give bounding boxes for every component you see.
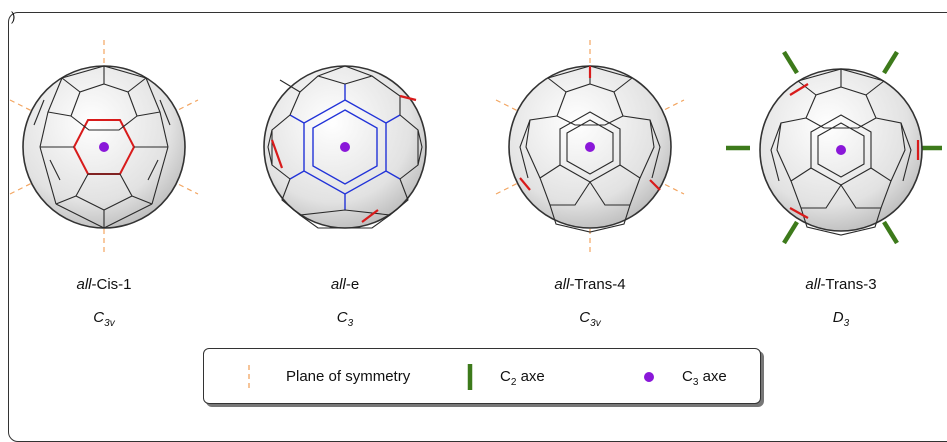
c3-axis-marker (836, 145, 846, 155)
symmetry-label-all-trans-4: C3v (579, 309, 601, 329)
c3-axis-marker (99, 142, 109, 152)
symmetry-label-all-trans-3: D3 (832, 309, 850, 329)
legend-c2-label: C2 axe (500, 368, 545, 388)
c3-axis-symbol (644, 372, 654, 382)
panel-marker: ) (11, 9, 16, 24)
symmetry-label-all-e: C3 (336, 309, 354, 329)
molecule-all-trans-4 (495, 40, 685, 255)
molecule-all-e (263, 65, 427, 229)
caption-all-e: all-e (330, 276, 360, 293)
legend-c3-label: C3 axe (682, 368, 727, 388)
molecule-all-trans-3 (726, 50, 942, 245)
caption-all-trans-4: all-Trans-4 (554, 276, 626, 293)
fullerene-diagram (9, 40, 942, 255)
c3-axis-marker (340, 142, 350, 152)
caption-all-cis-1: all-Cis-1 (76, 276, 132, 293)
molecule-all-cis-1 (9, 40, 199, 255)
legend-plane-label: Plane of symmetry (286, 368, 411, 385)
symmetry-label-all-cis-1: C3v (93, 309, 115, 329)
c3-axis-marker (585, 142, 595, 152)
legend-symbols (248, 364, 654, 390)
caption-all-trans-3: all-Trans-3 (805, 276, 877, 293)
legend: Plane of symmetry C2 axe C3 axe (203, 348, 761, 404)
c2-axis-markers (726, 50, 942, 245)
